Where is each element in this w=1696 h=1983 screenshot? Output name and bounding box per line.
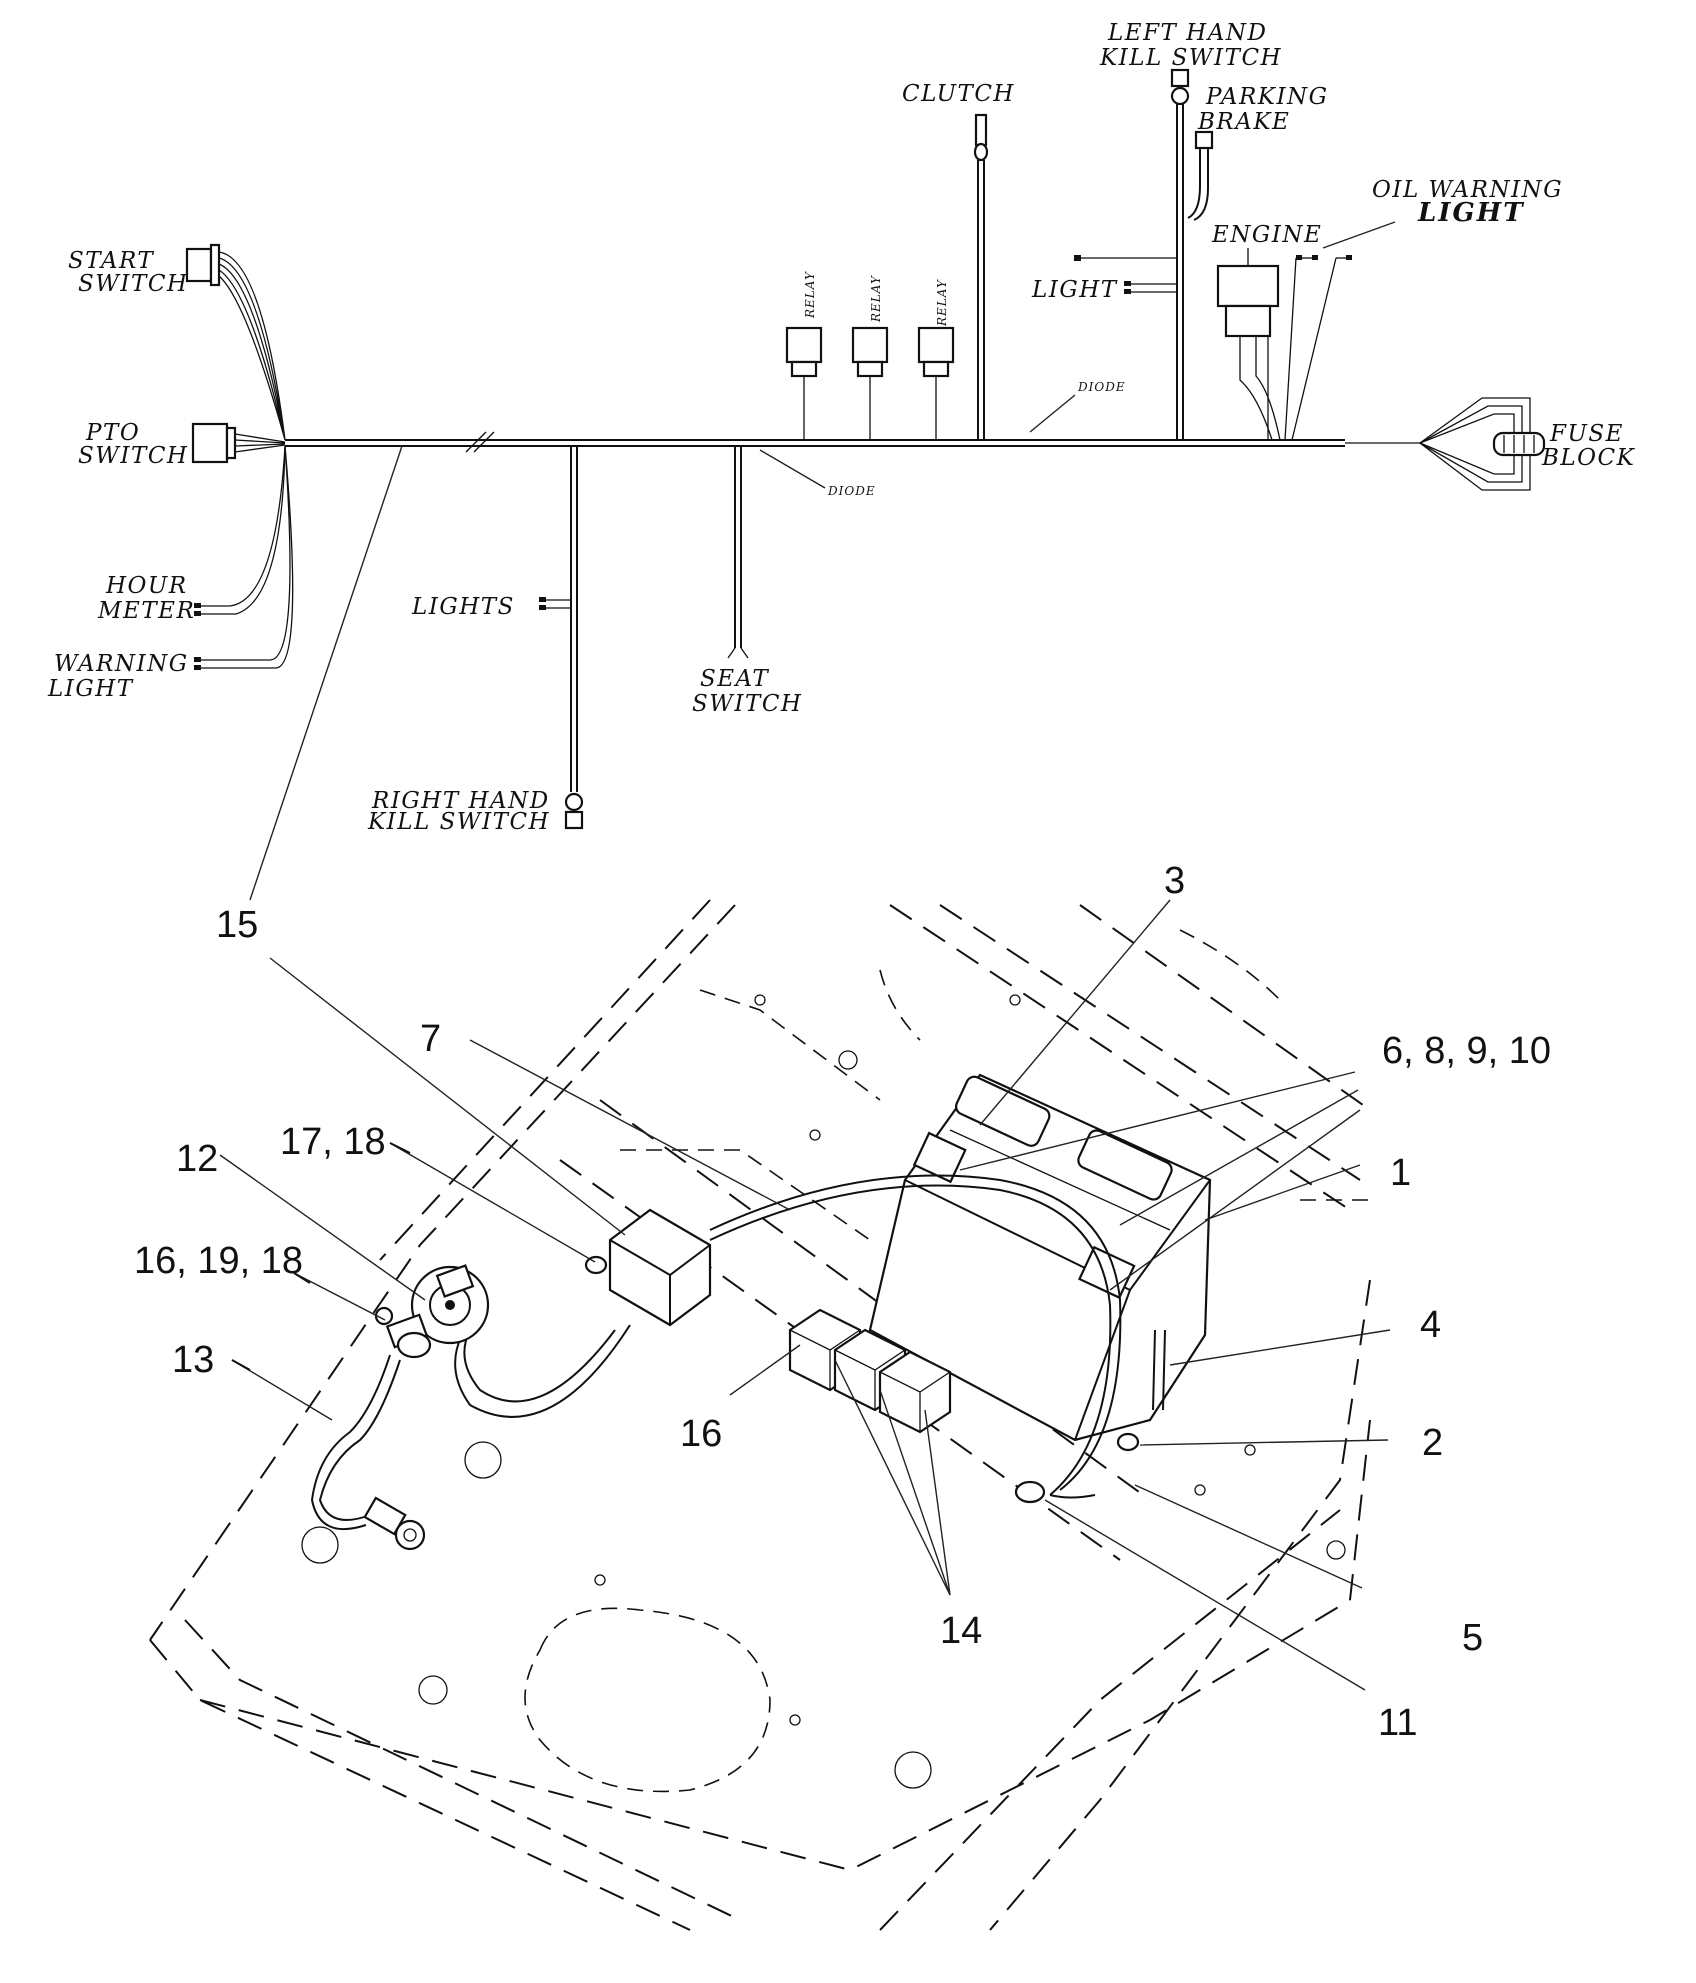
callout-12: 12 xyxy=(176,1138,218,1180)
ring-terminal xyxy=(363,1496,426,1551)
label-left-hand-kill-switch-2: KILL SWITCH xyxy=(1099,45,1282,71)
start-switch-connector xyxy=(185,243,286,441)
label-fuse-block-1: FUSE xyxy=(1549,421,1624,447)
oil-warning-light-leader xyxy=(1322,221,1396,249)
callout-2: 2 xyxy=(1422,1422,1443,1464)
callout-3: 3 xyxy=(1164,860,1185,902)
callout-13: 13 xyxy=(172,1339,214,1381)
relay-connector-2 xyxy=(851,326,889,440)
callout-15: 15 xyxy=(216,904,258,946)
callout-16: 16 xyxy=(680,1413,722,1455)
label-hour-meter-2: METER xyxy=(97,598,195,624)
label-engine: ENGINE xyxy=(1211,222,1322,248)
chassis-assembly-drawing: 3 15 7 6, 8, 9, 10 17, 18 1 12 16, 19, 1… xyxy=(134,860,1551,1931)
assembly-relays xyxy=(788,1308,952,1434)
parking-brake-connector xyxy=(1187,130,1214,221)
label-oil-warning-light-1: OIL WARNING xyxy=(1372,177,1563,203)
label-relay-1: RELAY xyxy=(803,271,817,319)
clutch-connector xyxy=(973,113,1076,440)
fuse-block xyxy=(1345,397,1546,491)
seat-switch-branch xyxy=(727,446,826,659)
callout-7: 7 xyxy=(420,1018,441,1060)
label-fuse-block-2: BLOCK xyxy=(1541,445,1636,471)
label-pto-switch-2: SWITCH xyxy=(78,443,188,469)
label-relay-3: RELAY xyxy=(935,279,949,327)
label-warning-light-1: WARNING xyxy=(54,651,189,677)
label-seat-switch-2: SWITCH xyxy=(692,691,802,717)
label-relay-2: RELAY xyxy=(869,275,883,323)
harness-connector-block xyxy=(584,1208,712,1327)
callout-17-18: 17, 18 xyxy=(280,1121,386,1163)
label-clutch: CLUTCH xyxy=(902,81,1015,107)
battery xyxy=(868,1073,1212,1442)
label-light: LIGHT xyxy=(1031,277,1118,303)
label-parking-brake-2: BRAKE xyxy=(1197,109,1290,135)
pto-switch-connector xyxy=(191,422,286,464)
label-seat-switch-1: SEAT xyxy=(700,666,769,692)
callout-leaders xyxy=(219,899,1391,1691)
label-right-hand-kill-switch-2: KILL SWITCH xyxy=(367,809,550,835)
label-oil-warning-light-2: LIGHT xyxy=(1417,198,1525,228)
callout-5: 5 xyxy=(1462,1617,1483,1659)
relay-connector-1 xyxy=(785,326,823,440)
main-harness-trunk xyxy=(285,431,1345,453)
label-lights: LIGHTS xyxy=(411,594,515,620)
engine-connector xyxy=(1216,248,1352,441)
chassis-frame xyxy=(149,899,1371,1931)
label-diode-lower: DIODE xyxy=(827,484,876,498)
hour-meter-and-warning-light-wires xyxy=(194,445,294,670)
label-hour-meter-1: HOUR xyxy=(105,573,188,599)
callout-16-19-18: 16, 19, 18 xyxy=(134,1240,303,1282)
right-hand-kill-switch-branch xyxy=(539,446,584,830)
left-hand-kill-switch-branch xyxy=(1170,68,1190,440)
label-right-hand-kill-switch-1: RIGHT HAND xyxy=(371,788,550,814)
light-connector xyxy=(1074,255,1177,294)
label-start-switch-2: SWITCH xyxy=(78,271,188,297)
wire-harness-schematic: LEFT HAND KILL SWITCH CLUTCH PARKING BRA… xyxy=(47,20,1636,901)
label-diode-upper: DIODE xyxy=(1077,380,1126,394)
callout-6-8-9-10: 6, 8, 9, 10 xyxy=(1382,1030,1551,1072)
relay-connectors xyxy=(785,326,955,440)
label-left-hand-kill-switch-1: LEFT HAND xyxy=(1107,20,1267,46)
callout-15-leader-upper xyxy=(249,445,403,901)
label-warning-light-2: LIGHT xyxy=(47,676,134,702)
callout-1: 1 xyxy=(1390,1152,1411,1194)
battery-cables xyxy=(310,1174,1166,1530)
starter-solenoid xyxy=(374,1264,490,1359)
label-parking-brake-1: PARKING xyxy=(1205,84,1329,110)
label-start-switch-1: START xyxy=(68,248,154,274)
callout-4: 4 xyxy=(1420,1304,1441,1346)
callout-14: 14 xyxy=(940,1610,982,1652)
label-pto-switch-1: PTO xyxy=(85,420,140,446)
callout-11: 11 xyxy=(1378,1702,1417,1744)
assembly-relay-3 xyxy=(878,1350,952,1434)
relay-connector-3 xyxy=(917,326,955,440)
